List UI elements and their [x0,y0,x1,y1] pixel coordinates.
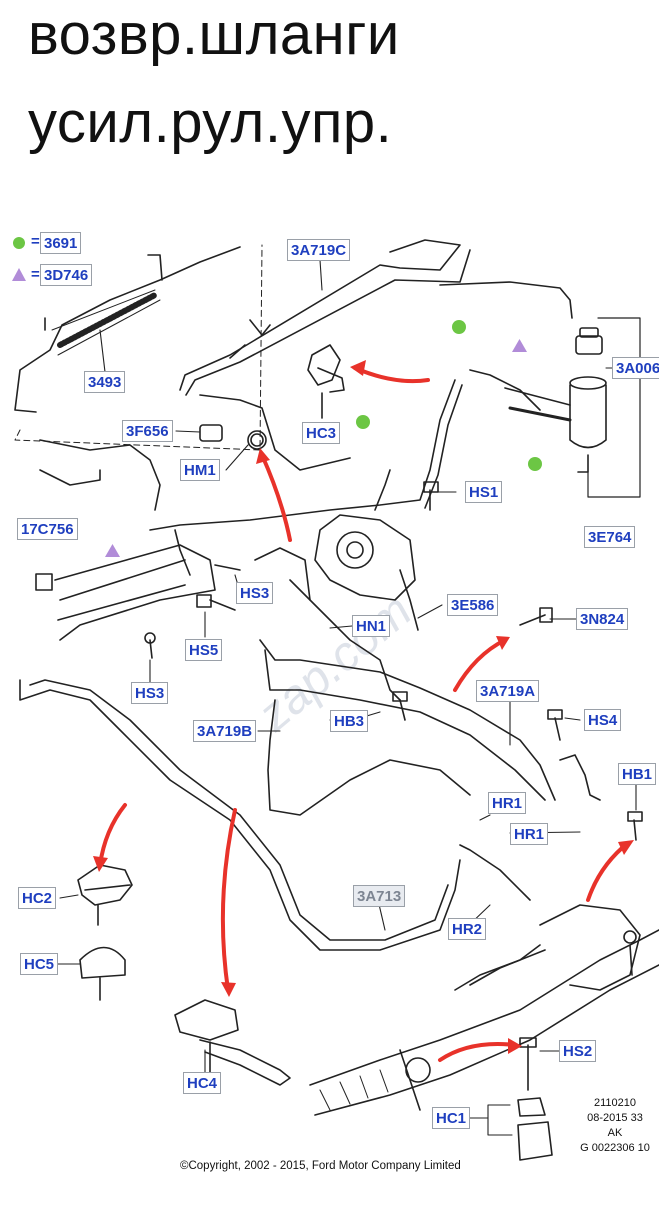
stamp-line-3: AK [607,1127,623,1139]
stamp-line-2: 08-2015 33 [587,1112,643,1124]
callout-HR2: HR2 [448,918,487,940]
callout-3F656: 3F656 [122,420,173,442]
pump [314,469,439,631]
callout-HC2: HC2 [18,887,57,909]
callout-17C756: 17C756 [17,518,78,540]
clip-HC1 [469,1097,553,1161]
callout-HB3: HB3 [330,710,369,732]
purple-triangle-markers [105,339,527,557]
left-rail [35,529,216,659]
bracket-3493 [14,244,263,451]
callout-3N824: 3N824 [576,608,629,630]
callout-HR1-lower: HR1 [510,823,549,845]
title-line-1: возвр.шланги [28,2,400,67]
legend-code-3691: 3691 [40,232,82,254]
green-circle-legend-icon [13,237,25,249]
callout-HB1: HB1 [618,763,657,785]
stamp-line-4: G 0022306 10 [580,1142,650,1154]
callout-3E764: 3E764 [584,526,636,548]
callout-HC4: HC4 [183,1072,222,1094]
clip-HC4 [174,999,291,1086]
callout-HS4: HS4 [584,709,622,731]
callout-3A713: 3A713 [353,885,406,907]
corrugated-sleeve [57,292,158,348]
pressure-hoses [19,369,601,951]
copyright-text: ©Copyright, 2002 - 2015, Ford Motor Comp… [180,1160,461,1172]
callout-HR1-upper: HR1 [488,792,527,814]
stamp-line-1: 2110210 [593,1097,636,1109]
clip-HC3 [307,344,345,419]
callout-3A719A: 3A719A [476,680,540,702]
fasteners [196,424,643,1091]
callout-3A006: 3A006 [612,357,659,379]
callout-3E586: 3E586 [447,594,499,616]
callout-HS3-lower: HS3 [131,682,169,704]
drawing-stamp: 2110210 08-2015 33 AK G 0022306 10 [572,1096,658,1156]
callout-HS5: HS5 [185,639,223,661]
legend-code-3D746: 3D746 [40,264,93,286]
callout-3493: 3493 [84,371,126,393]
hose-3A719C [179,239,573,471]
callout-HC3: HC3 [302,422,341,444]
callout-3A719B: 3A719B [193,720,257,742]
callout-HS2: HS2 [559,1040,597,1062]
reservoir [504,317,641,498]
callout-3A719C: 3A719C [287,239,351,261]
callout-HS3-upper: HS3 [236,582,274,604]
callout-HC1: HC1 [432,1107,471,1129]
legend-eq-1: = [31,233,40,250]
clip-HC2 [77,864,133,926]
red-arrowheads [93,360,634,1054]
title-line-2: усил.рул.упр. [28,90,393,155]
callout-HM1: HM1 [180,459,220,481]
clip-HC5 [79,946,126,1001]
legend-eq-2: = [31,266,40,283]
green-circle-markers [356,320,542,471]
purple-triangle-legend-icon [12,268,26,281]
steering-rack [309,904,659,1116]
callout-HS1: HS1 [465,481,503,503]
callout-HC5: HC5 [20,953,59,975]
callout-HN1: HN1 [352,615,391,637]
